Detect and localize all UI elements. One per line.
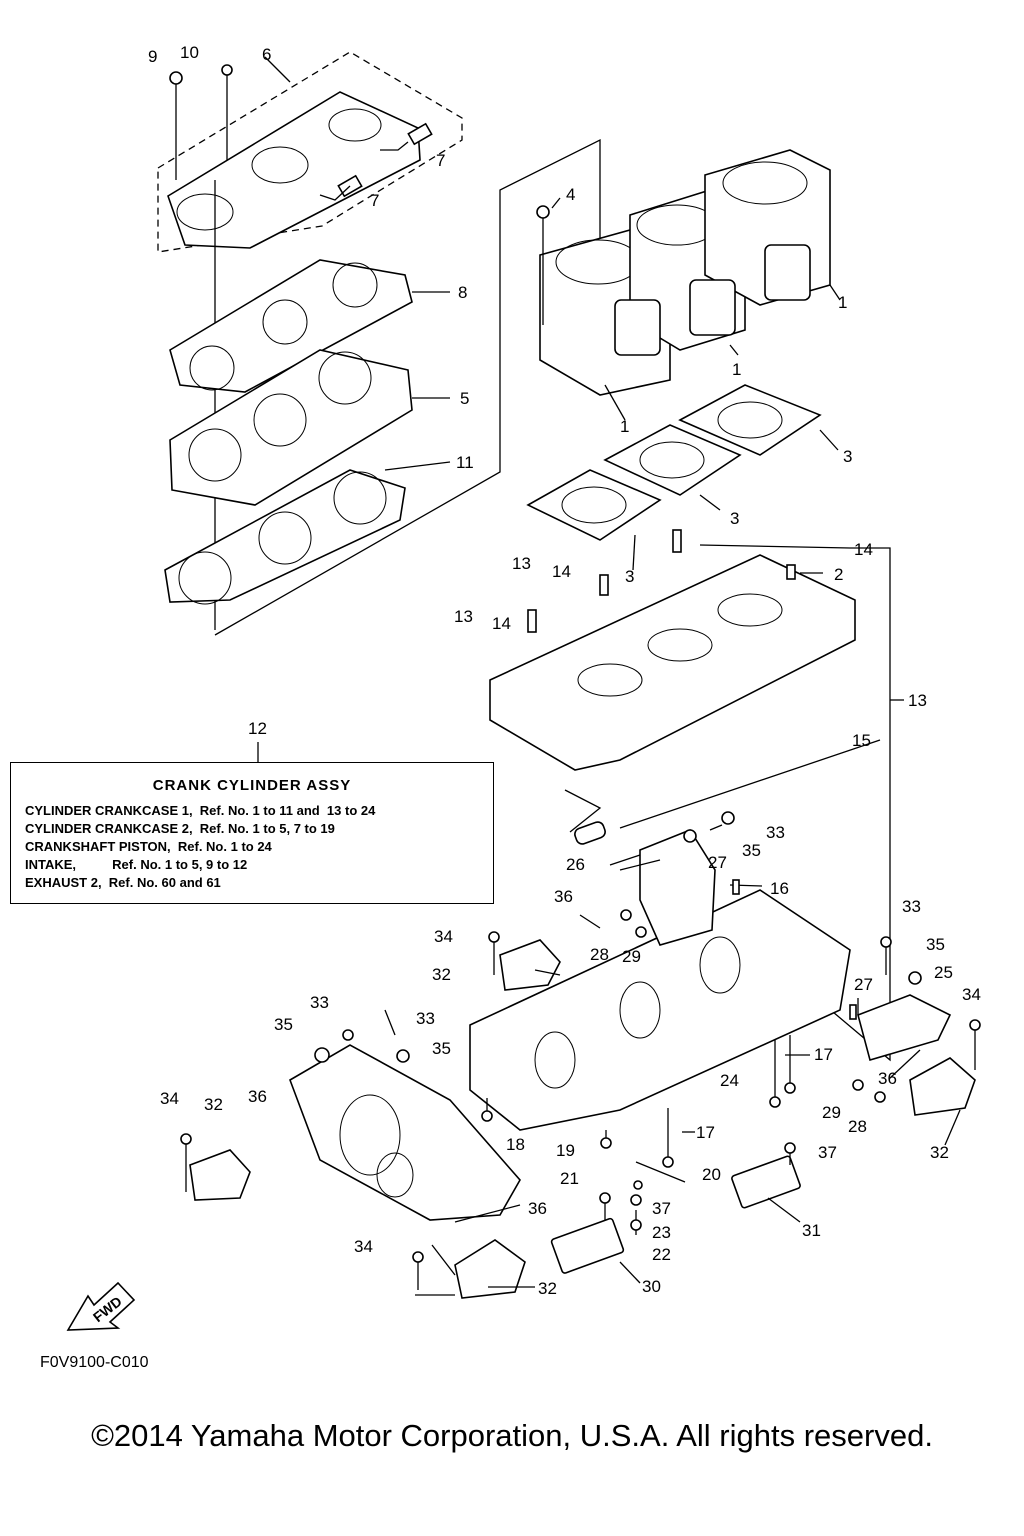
callout: 29: [822, 1103, 841, 1122]
callout: 29: [622, 947, 641, 966]
callout: 14: [552, 562, 571, 581]
callout: 7: [370, 191, 379, 210]
callout: 9: [148, 47, 157, 66]
head-gasket-8: [169, 259, 450, 393]
callout: 18: [506, 1135, 525, 1154]
callout: 16: [770, 879, 789, 898]
callout: 14: [492, 614, 511, 633]
callout: 3: [730, 509, 739, 528]
callout: 15: [852, 731, 871, 750]
callout: 32: [432, 965, 451, 984]
plate-31: [731, 1155, 801, 1209]
assembly-row: CYLINDER CRANKCASE 2, Ref. No. 1 to 5, 7…: [25, 821, 335, 836]
callout: 36: [878, 1069, 897, 1088]
leader-lines: [415, 859, 961, 1296]
callout: 2: [834, 565, 843, 584]
bolts: [180, 811, 981, 1290]
callout: 37: [818, 1143, 837, 1162]
callout: 26: [566, 855, 585, 874]
callout: 33: [416, 1009, 435, 1028]
callout: 1: [620, 417, 629, 436]
bracket-25: [857, 994, 952, 1061]
callout: 13: [908, 691, 927, 710]
callout: 34: [434, 927, 453, 946]
side-cover: [289, 1044, 521, 1221]
callout: 28: [848, 1117, 867, 1136]
callout: 12: [248, 719, 267, 738]
assembly-row: CRANKSHAFT PISTON, Ref. No. 1 to 24: [25, 839, 272, 854]
callout: 35: [742, 841, 761, 860]
callout: 32: [930, 1143, 949, 1162]
callout: 13: [454, 607, 473, 626]
callout: 25: [934, 963, 953, 982]
callout: 1: [732, 360, 741, 379]
assembly-row: INTAKE, Ref. No. 1 to 5, 9 to 12: [25, 857, 248, 872]
callout: 22: [652, 1245, 671, 1264]
assembly-reference-box: CRANK CYLINDER ASSY CYLINDER CRANKCASE 1…: [10, 762, 494, 904]
callout: 33: [902, 897, 921, 916]
callout: 34: [160, 1089, 179, 1108]
callout: 8: [458, 283, 467, 302]
callout: 34: [962, 985, 981, 1004]
callout: 17: [696, 1123, 715, 1142]
callout: 37: [652, 1199, 671, 1218]
callout: 36: [528, 1199, 547, 1218]
callout: 1: [838, 293, 847, 312]
callout: 10: [180, 43, 199, 62]
callout: 7: [436, 151, 445, 170]
callout: 24: [720, 1071, 739, 1090]
callout: 21: [560, 1169, 579, 1188]
callout: 27: [708, 853, 727, 872]
assembly-row: EXHAUST 2, Ref. No. 60 and 61: [25, 875, 221, 890]
callout: 20: [702, 1165, 721, 1184]
callout: 27: [854, 975, 873, 994]
head-cover-5: [169, 349, 450, 506]
callout: 30: [642, 1277, 661, 1296]
callout: 4: [566, 185, 575, 204]
drawing-code: F0V9100-C010: [40, 1354, 149, 1371]
callout: 23: [652, 1223, 671, 1242]
callout: 32: [538, 1279, 557, 1298]
callout: 11: [456, 453, 474, 472]
callout-labels: 9 10 6 7 7 4 8 1 1 1 5 11 3 3 3 14 2 14 …: [148, 43, 981, 1298]
callout: 17: [814, 1045, 833, 1064]
callout: 3: [843, 447, 852, 466]
assembly-row: CYLINDER CRANKCASE 1, Ref. No. 1 to 11 a…: [25, 803, 376, 818]
cylinders-group: [536, 149, 841, 421]
copyright-notice: ©2014 Yamaha Motor Corporation, U.S.A. A…: [91, 1418, 933, 1453]
assembly-title: CRANK CYLINDER ASSY: [152, 777, 352, 794]
exploded-parts-diagram: FWD 9 10 6 7 7 4 8 1 1 1 5 11 3 3 3 14 2…: [66, 43, 981, 1331]
callout: 33: [766, 823, 785, 842]
callout: 6: [262, 45, 271, 64]
engine-mounts-32: [189, 939, 976, 1299]
callout: 34: [354, 1237, 373, 1256]
callout: 35: [274, 1015, 293, 1034]
callout: 36: [248, 1087, 267, 1106]
callout: 3: [625, 567, 634, 586]
callout: 35: [432, 1039, 451, 1058]
callout: 35: [926, 935, 945, 954]
callout: 36: [554, 887, 573, 906]
callout: 5: [460, 389, 469, 408]
plate-30: [550, 1217, 625, 1274]
base-gaskets-3: [526, 384, 839, 571]
crankcase-upper-13: [489, 529, 904, 1062]
callout: 28: [590, 945, 609, 964]
fwd-arrow-icon: FWD: [66, 1281, 136, 1331]
callout: 13: [512, 554, 531, 573]
callout: 31: [802, 1221, 821, 1240]
callout: 32: [204, 1095, 223, 1114]
callout: 19: [556, 1141, 575, 1160]
callout: 14: [854, 540, 873, 559]
callout: 33: [310, 993, 329, 1012]
gasket-11: [164, 461, 451, 605]
